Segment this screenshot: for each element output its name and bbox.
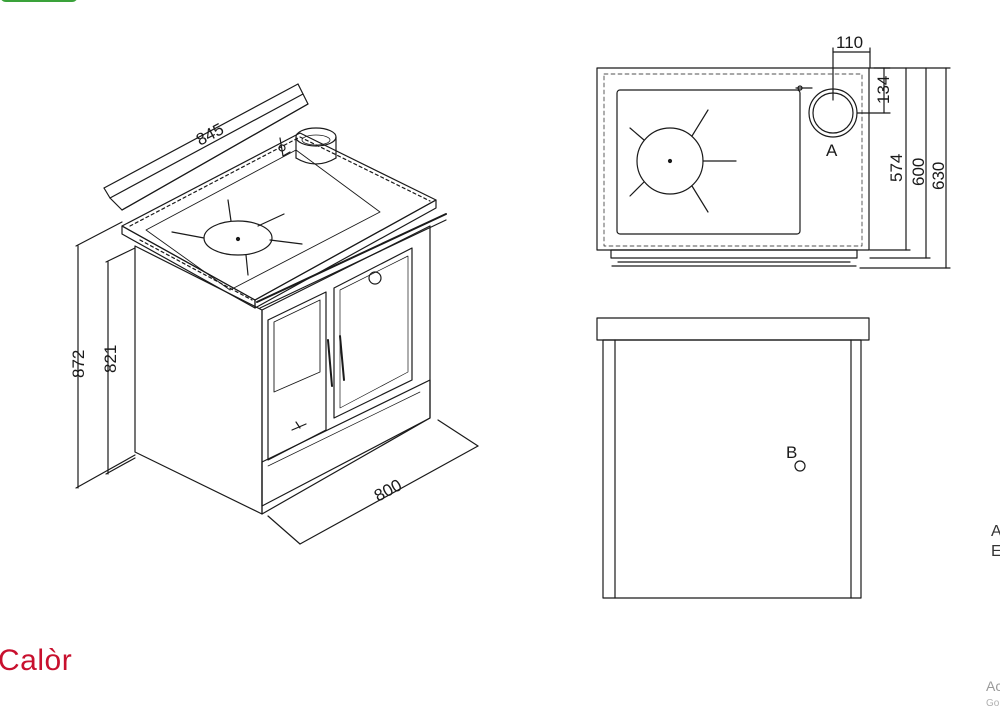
top-view — [596, 47, 951, 269]
flue-a-top — [795, 85, 858, 138]
dim-width-top: 845 — [193, 119, 227, 149]
dim-height-top: 821 — [101, 345, 120, 373]
corner-text-2: Go — [986, 698, 1000, 709]
legend-a: A — [991, 523, 1000, 540]
brand-logo-text: Calòr — [0, 644, 73, 677]
dim-flue-offset-y: 134 — [874, 76, 893, 104]
dim-height-total: 872 — [69, 350, 88, 378]
flue-collar-iso — [295, 127, 337, 165]
back-view — [596, 317, 870, 599]
dim-depth-574: 574 — [887, 154, 906, 182]
label-flue-a: A — [826, 141, 838, 160]
flue-b-marker — [794, 460, 806, 472]
isometric-view — [75, 83, 479, 545]
burner-iso — [171, 199, 303, 276]
brand-badge — [0, 0, 78, 2]
dim-width-front: 800 — [371, 475, 405, 505]
dim-flue-offset-x: 110 — [836, 33, 863, 52]
label-flue-b: B — [786, 443, 797, 462]
dim-depth-630: 630 — [929, 162, 948, 190]
corner-text-1: Ac — [986, 678, 1000, 694]
burner-top — [629, 109, 737, 213]
legend-b: E — [991, 543, 1000, 560]
dim-depth-600: 600 — [909, 158, 928, 186]
